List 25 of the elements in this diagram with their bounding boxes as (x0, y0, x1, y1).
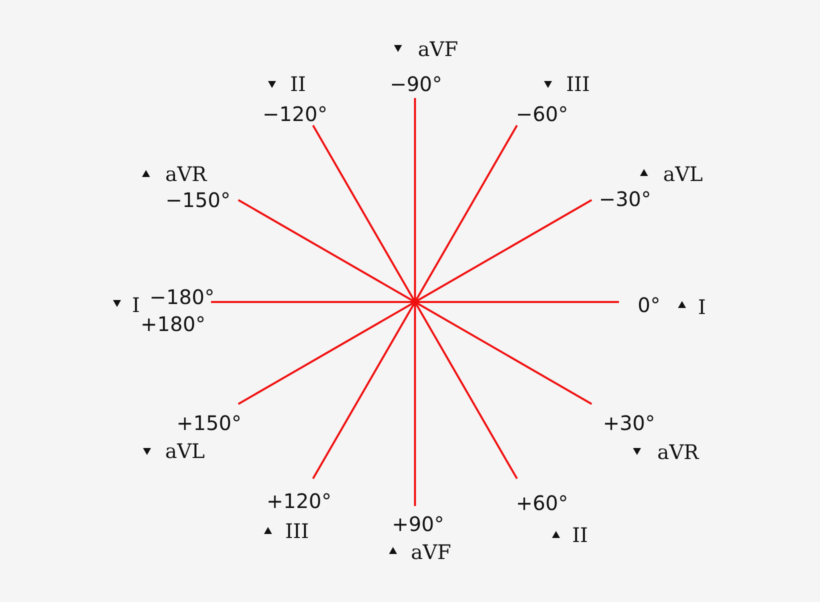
angle-label: +150° (176, 413, 242, 433)
lead-label: aVR (165, 164, 207, 184)
lead-label: III (566, 74, 590, 94)
angle-label: +60° (516, 493, 568, 513)
lead-label: III (285, 521, 309, 541)
angle-label: +120° (266, 491, 332, 511)
angle-label: +30° (602, 413, 656, 433)
angle-label: −30° (598, 189, 652, 209)
angle-label: −150° (166, 190, 230, 210)
angle-label: 0° (638, 295, 660, 315)
lead-label: aVF (418, 39, 458, 59)
angle-label: +180° (140, 314, 206, 334)
angle-label: −60° (516, 104, 568, 124)
lead-label: I (698, 297, 706, 317)
lead-label: aVL (165, 441, 205, 461)
angle-label: −180° (150, 287, 214, 307)
angle-label: +90° (392, 514, 444, 534)
lead-label: aVL (663, 164, 703, 184)
lead-label: aVR (657, 442, 699, 462)
angle-label: −90° (390, 74, 442, 94)
lead-label: II (572, 525, 588, 545)
lead-label: II (290, 74, 306, 94)
lead-label: aVF (410, 542, 452, 562)
lead-label: I (132, 295, 140, 315)
angle-label: −120° (262, 104, 328, 124)
